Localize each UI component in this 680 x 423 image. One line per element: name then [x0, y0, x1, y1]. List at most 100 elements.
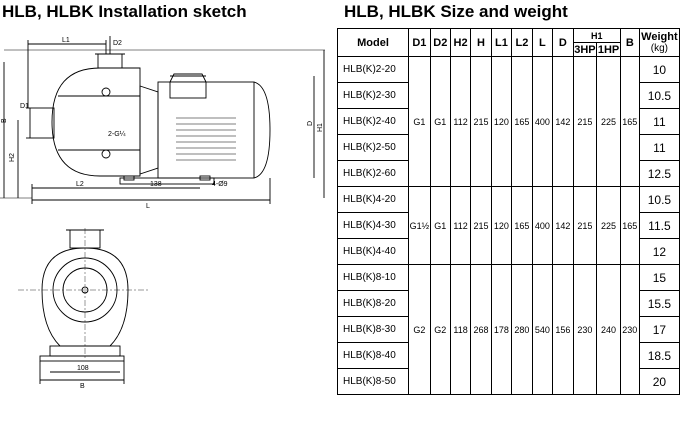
- drain-plug-bottom: [101, 149, 111, 159]
- table-row: HLB(K)8-40 18.5: [336, 342, 680, 369]
- dim-cell-d: 142: [552, 186, 574, 265]
- dim-cell-d1: G1: [408, 56, 431, 187]
- weight-cell: 18.5: [638, 342, 680, 369]
- dim-cell-h2: 112: [449, 56, 472, 187]
- dim-cell-l1: 120: [490, 186, 513, 265]
- table-row: HLB(K)2-30 10.5: [336, 82, 680, 109]
- dim-cell-l: 400: [531, 56, 554, 187]
- model-cell: HLB(K)8-20: [336, 290, 410, 317]
- dim-cell-d2: G1: [429, 186, 451, 265]
- drain-plug-top: [101, 87, 111, 97]
- weight-cell: 10.5: [638, 186, 680, 213]
- dim-cell-b: 230: [619, 264, 640, 395]
- dim-cell-d1: G2: [408, 264, 431, 395]
- model-cell: HLB(K)2-40: [336, 108, 410, 135]
- installation-sketch: L1 D2 D1 B H2 2-G¼ D H1 L2 138 4-Ø9 L 10…: [0, 36, 325, 390]
- inlet-nozzle: [29, 107, 55, 139]
- model-cell: HLB(K)2-50: [336, 134, 410, 161]
- sketch-title: HLB, HLBK Installation sketch: [2, 2, 247, 21]
- model-cell: HLB(K)8-10: [336, 264, 410, 291]
- label-b-front: B: [80, 383, 85, 390]
- motor-fins: [176, 117, 236, 161]
- dim-cell-h1-1hp: 225: [596, 56, 621, 187]
- label-d: D: [307, 121, 314, 126]
- dim-cell-l2: 165: [511, 186, 533, 265]
- header-weight-unit: (kg): [650, 43, 669, 54]
- weight-cell: 10.5: [638, 82, 680, 109]
- weight-cell: 11: [638, 134, 680, 161]
- header-b: B: [619, 28, 640, 57]
- dim-cell-h1-3hp: 215: [572, 186, 598, 265]
- label-2g: 2-G¼: [108, 131, 126, 138]
- weight-cell: 12: [638, 238, 680, 265]
- model-cell: HLB(K)4-40: [336, 238, 410, 265]
- dim-cell-h2: 112: [449, 186, 472, 265]
- dim-cell-h1-1hp: 240: [596, 264, 621, 395]
- header-h: H: [470, 28, 492, 57]
- dim-cell-b: 165: [619, 56, 640, 187]
- weight-cell: 12.5: [638, 160, 680, 187]
- dim-cell-h1-1hp: 225: [596, 186, 621, 265]
- weight-cell: 20: [638, 368, 680, 395]
- table-title: HLB, HLBK Size and weight: [344, 2, 568, 21]
- dim-cell-h2: 118: [449, 264, 472, 395]
- label-l2: L2: [76, 181, 84, 188]
- header-h1-3hp: 3HP: [572, 42, 598, 57]
- base-plate: [119, 177, 215, 185]
- label-108: 108: [77, 365, 89, 372]
- label-l1: L1: [62, 37, 70, 44]
- outlet-nozzle: [97, 53, 123, 69]
- label-d1: D1: [20, 103, 29, 110]
- header-weight: Weight (kg): [638, 28, 680, 57]
- table-row: HLB(K)8-50 20: [336, 368, 680, 395]
- model-cell: HLB(K)8-30: [336, 316, 410, 343]
- label-holes: 4-Ø9: [212, 181, 228, 188]
- header-d1: D1: [408, 28, 431, 57]
- label-h2: H2: [9, 153, 16, 162]
- dim-cell-d: 156: [552, 264, 574, 395]
- dim-cell-d2: G2: [429, 264, 451, 395]
- dim-cell-d2: G1: [429, 56, 451, 187]
- dim-cell-h: 268: [470, 264, 492, 395]
- dim-cell-l: 540: [531, 264, 554, 395]
- dim-cell-h: 215: [470, 56, 492, 187]
- model-cell: HLB(K)2-20: [336, 56, 410, 83]
- weight-cell: 15.5: [638, 290, 680, 317]
- label-d2: D2: [113, 40, 122, 47]
- dim-cell-l1: 178: [490, 264, 513, 395]
- dim-cell-d: 142: [552, 56, 574, 187]
- dim-cell-d1: G1½: [408, 186, 431, 265]
- label-h1: H1: [317, 123, 324, 132]
- header-model: Model: [336, 28, 410, 57]
- header-weight-label: Weight: [641, 31, 678, 43]
- header-d2: D2: [429, 28, 451, 57]
- label-138: 138: [150, 181, 162, 188]
- header-l: L: [531, 28, 554, 57]
- model-cell: HLB(K)4-20: [336, 186, 410, 213]
- dim-cell-h1-3hp: 215: [572, 56, 598, 187]
- dim-cell-h: 215: [470, 186, 492, 265]
- header-l2: L2: [511, 28, 533, 57]
- dim-cell-l: 400: [531, 186, 554, 265]
- model-cell: HLB(K)2-60: [336, 160, 410, 187]
- terminal-box: [169, 81, 207, 99]
- model-cell: HLB(K)2-30: [336, 82, 410, 109]
- model-cell: HLB(K)8-40: [336, 342, 410, 369]
- table-row: HLB(K)2-60 12.5: [336, 160, 680, 187]
- label-b-side: B: [1, 118, 8, 123]
- header-h2: H2: [449, 28, 472, 57]
- header-h1-1hp: 1HP: [596, 42, 621, 57]
- size-weight-table: Model D1 D2 H2 H L1 L2 L D H1 B Weight (…: [336, 28, 680, 395]
- weight-cell: 17: [638, 316, 680, 343]
- weight-cell: 11: [638, 108, 680, 135]
- header-h1: H1: [572, 28, 621, 43]
- dim-cell-b: 165: [619, 186, 640, 265]
- weight-cell: 11.5: [638, 212, 680, 239]
- weight-cell: 15: [638, 264, 680, 291]
- model-cell: HLB(K)8-50: [336, 368, 410, 395]
